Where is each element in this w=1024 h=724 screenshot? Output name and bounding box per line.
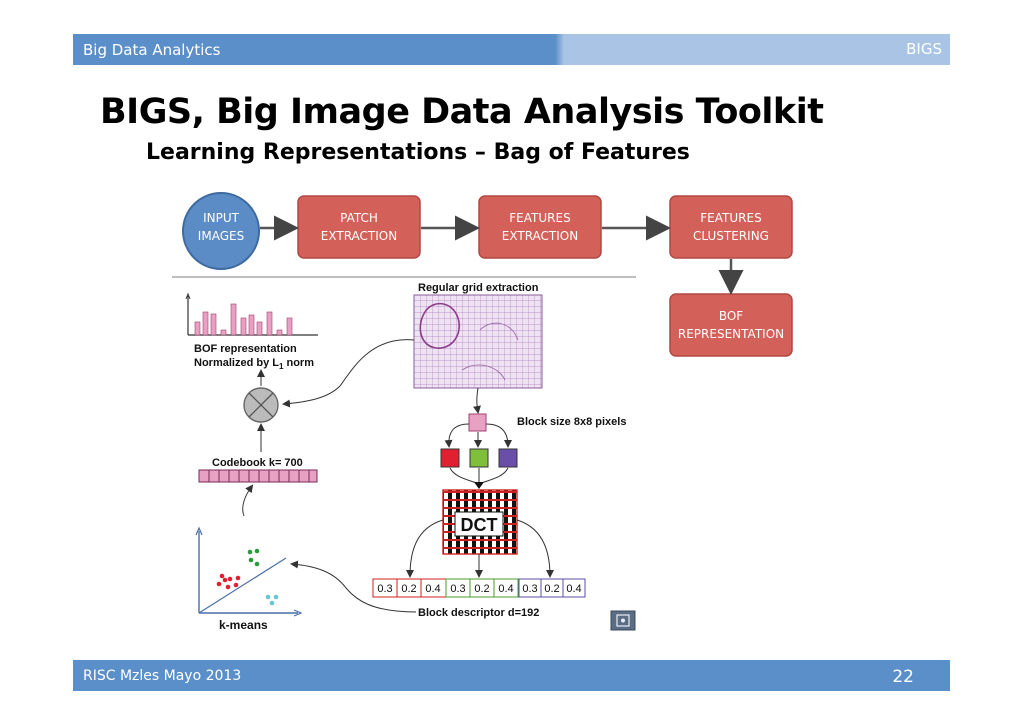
- arrow-kmeans-to-codebook: [242, 484, 254, 517]
- header-project: BIGS: [906, 40, 942, 58]
- patch-label-1: PATCH: [340, 211, 378, 225]
- grid-extraction-caption: Regular grid extraction: [418, 282, 539, 294]
- input-label-2: IMAGES: [198, 229, 244, 243]
- descriptor-red: 0.3 0.2 0.4: [372, 578, 448, 598]
- bof-histogram: [185, 292, 318, 336]
- patch-extraction-node: [297, 195, 421, 259]
- input-label-1: INPUT: [203, 211, 240, 225]
- features-label-2: EXTRACTION: [502, 229, 578, 243]
- dct-label-box: [454, 511, 504, 537]
- arrow-grid-to-block: [473, 387, 481, 414]
- arrow-block-red: [444, 423, 470, 448]
- merge-red: [449, 467, 480, 485]
- page-number: 22: [892, 667, 914, 687]
- arrow-dct-red-desc: [406, 519, 444, 578]
- desc-blue-0: 0.3: [522, 583, 537, 595]
- grid-cell-shape: [419, 302, 460, 349]
- channel-red: [440, 448, 460, 468]
- desc-green-2: 0.4: [498, 583, 513, 595]
- desc-red-1: 0.2: [401, 583, 416, 595]
- bof-representation-caption: BOF representation: [194, 343, 297, 355]
- block-patch: [468, 413, 487, 432]
- slide-subtitle: Learning Representations – Bag of Featur…: [146, 140, 690, 165]
- arrow-grid-to-multiply: [282, 339, 415, 408]
- channel-green: [469, 448, 489, 468]
- clustering-label-1: FEATURES: [700, 211, 761, 225]
- arrow-dct-blue-desc: [516, 519, 554, 578]
- footer-event: RISC Mzles Mayo 2013: [83, 668, 242, 684]
- merge-arrowhead: [474, 482, 484, 489]
- input-images-node: [182, 192, 260, 270]
- desc-green-0: 0.3: [450, 583, 465, 595]
- bof-norm-text: Normalized by L: [194, 357, 279, 369]
- bof-norm-suffix: norm: [283, 357, 314, 369]
- patch-label-2: EXTRACTION: [321, 229, 397, 243]
- multiply-operator: [243, 387, 279, 423]
- clustering-label-2: CLUSTERING: [693, 229, 769, 243]
- features-clustering-node: [669, 195, 793, 259]
- descriptor-green: 0.3 0.2 0.4: [445, 578, 519, 598]
- bof-norm-caption: Normalized by L1 norm: [194, 357, 314, 371]
- bof-norm-sub: 1: [279, 362, 284, 371]
- kmeans-caption: k-means: [219, 618, 268, 632]
- desc-green-1: 0.2: [474, 583, 489, 595]
- dct-label: DCT: [461, 515, 498, 535]
- block-descriptor-caption: Block descriptor d=192: [418, 607, 539, 619]
- arrow-block-blue: [485, 423, 512, 448]
- desc-blue-1: 0.2: [544, 583, 559, 595]
- descriptor-blue: 0.3 0.2 0.4: [518, 578, 586, 598]
- kmeans-scatter: [195, 526, 303, 617]
- features-extraction-node: [478, 195, 602, 259]
- codebook-caption: Codebook k= 700: [212, 457, 303, 469]
- arrow-descriptor-to-kmeans: [290, 560, 417, 613]
- bof-representation-node: [669, 293, 793, 357]
- footer-bar: RISC Mzles Mayo 2013 22: [73, 660, 950, 691]
- desc-red-0: 0.3: [377, 583, 392, 595]
- merge-blue: [478, 467, 509, 485]
- desc-red-2: 0.4: [425, 583, 440, 595]
- features-label-1: FEATURES: [509, 211, 570, 225]
- header-course: Big Data Analytics: [83, 41, 221, 59]
- header-bar: Big Data Analytics BIGS: [73, 34, 950, 65]
- grid-image: [413, 294, 543, 389]
- block-size-caption: Block size 8x8 pixels: [517, 416, 626, 428]
- codebook-strip: [198, 469, 318, 483]
- fullscreen-icon[interactable]: [610, 610, 636, 631]
- desc-blue-2: 0.4: [566, 583, 581, 595]
- bof-label-2: REPRESENTATION: [678, 327, 784, 341]
- slide-title: BIGS, Big Image Data Analysis Toolkit: [100, 92, 824, 132]
- channel-blue: [498, 448, 518, 468]
- bof-label-1: BOF: [719, 309, 743, 323]
